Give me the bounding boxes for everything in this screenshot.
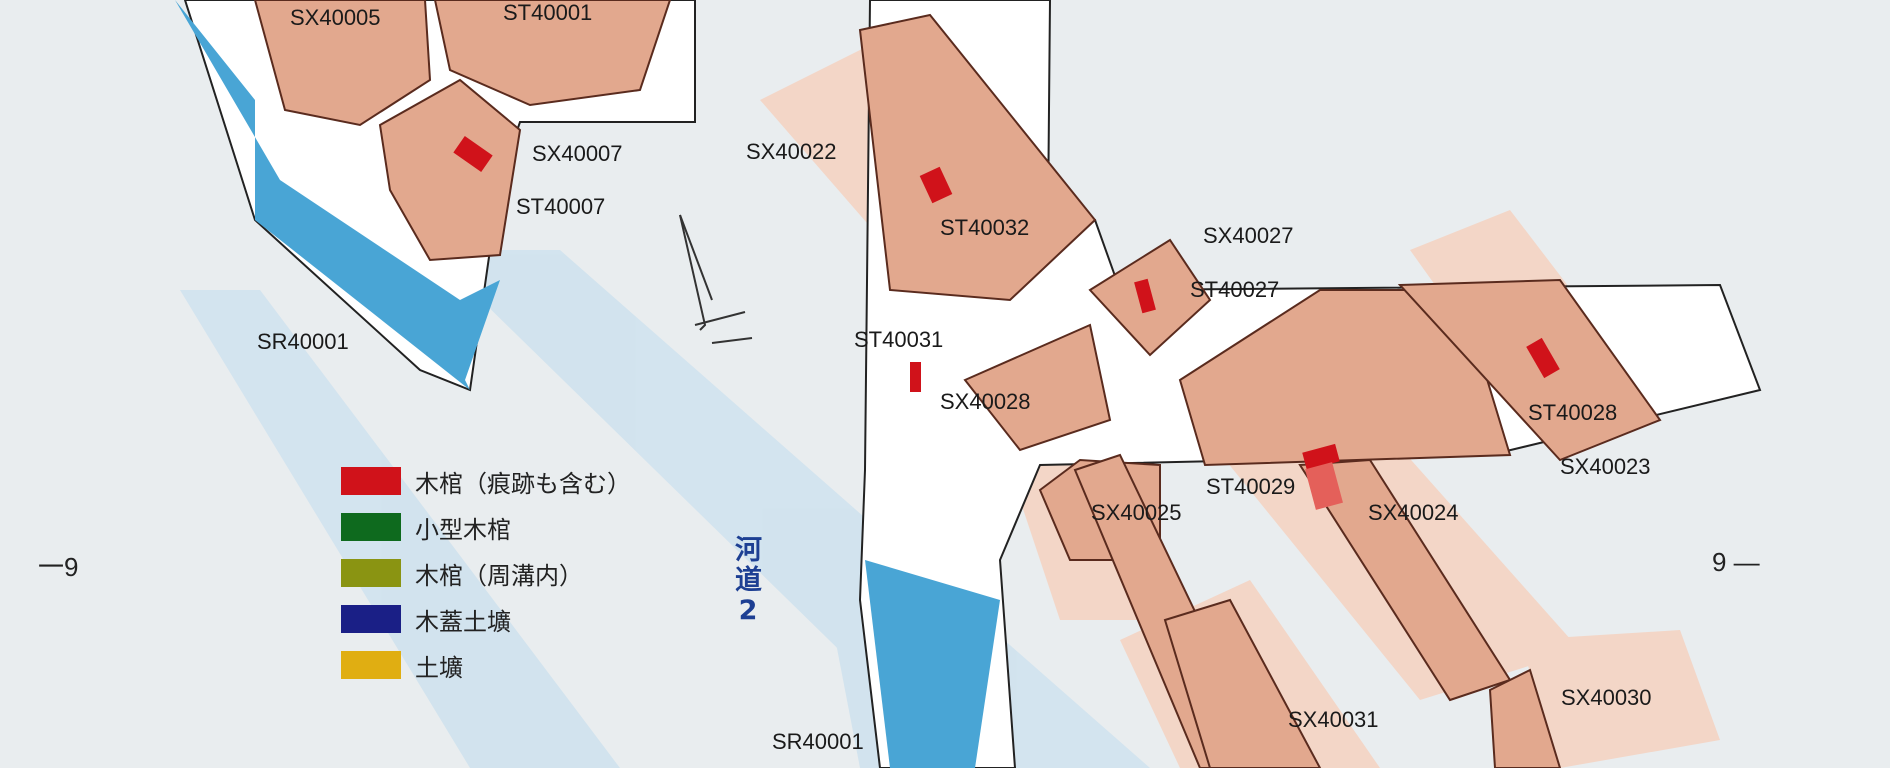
river-char: 道 <box>735 565 762 596</box>
burial-mounds <box>253 0 1662 768</box>
label-sx40023: SX40023 <box>1560 454 1651 479</box>
legend-item: 木蓋土壙 <box>341 596 631 642</box>
north-arrow <box>679 214 753 344</box>
river-char: 2 <box>738 595 758 626</box>
label-sx40030: SX40030 <box>1561 685 1652 710</box>
label-sx40027: SX40027 <box>1203 223 1294 248</box>
grid-mark-left: 一9 <box>38 552 79 582</box>
legend-swatch <box>341 467 401 495</box>
legend-swatch <box>341 651 401 679</box>
label-sx40024: SX40024 <box>1368 500 1459 525</box>
legend-item: 土壙 <box>341 642 631 688</box>
legend-swatch <box>341 559 401 587</box>
label-st40007: ST40007 <box>516 194 606 219</box>
legend-item: 木棺（周溝内） <box>341 550 631 596</box>
legend-label: 土壙 <box>415 653 463 682</box>
label-sx40025: SX40025 <box>1091 500 1182 525</box>
label-sr40001-bottom: SR40001 <box>772 729 864 754</box>
label-st40028: ST40028 <box>1528 400 1618 425</box>
label-sx40028: SX40028 <box>940 389 1031 414</box>
legend: 木棺（痕跡も含む） 小型木棺 木棺（周溝内） 木蓋土壙 土壙 <box>341 458 631 688</box>
label-sr40001-top: SR40001 <box>257 329 349 354</box>
legend-label: 木蓋土壙 <box>415 607 511 636</box>
label-st40029: ST40029 <box>1206 474 1296 499</box>
legend-swatch <box>341 513 401 541</box>
label-sx40007: SX40007 <box>532 141 623 166</box>
legend-item: 木棺（痕跡も含む） <box>341 458 631 504</box>
river-char: 河 <box>735 535 762 566</box>
label-sx40022: SX40022 <box>746 139 837 164</box>
label-st40032: ST40032 <box>940 215 1030 240</box>
label-st40027: ST40027 <box>1190 277 1280 302</box>
river-label: 河 道 2 <box>735 535 762 626</box>
label-sx40005: SX40005 <box>290 5 381 30</box>
label-st40031: ST40031 <box>854 327 944 352</box>
grid-mark-right: 9 — <box>1712 547 1760 577</box>
legend-label: 小型木棺 <box>415 515 511 544</box>
legend-label: 木棺（痕跡も含む） <box>415 469 631 498</box>
legend-swatch <box>341 605 401 633</box>
label-st40001: ST40001 <box>503 0 593 25</box>
water-channels <box>175 0 1000 768</box>
label-sx40031: SX40031 <box>1288 707 1379 732</box>
legend-label: 木棺（周溝内） <box>415 561 583 590</box>
coffins <box>453 136 1560 510</box>
legend-item: 小型木棺 <box>341 504 631 550</box>
